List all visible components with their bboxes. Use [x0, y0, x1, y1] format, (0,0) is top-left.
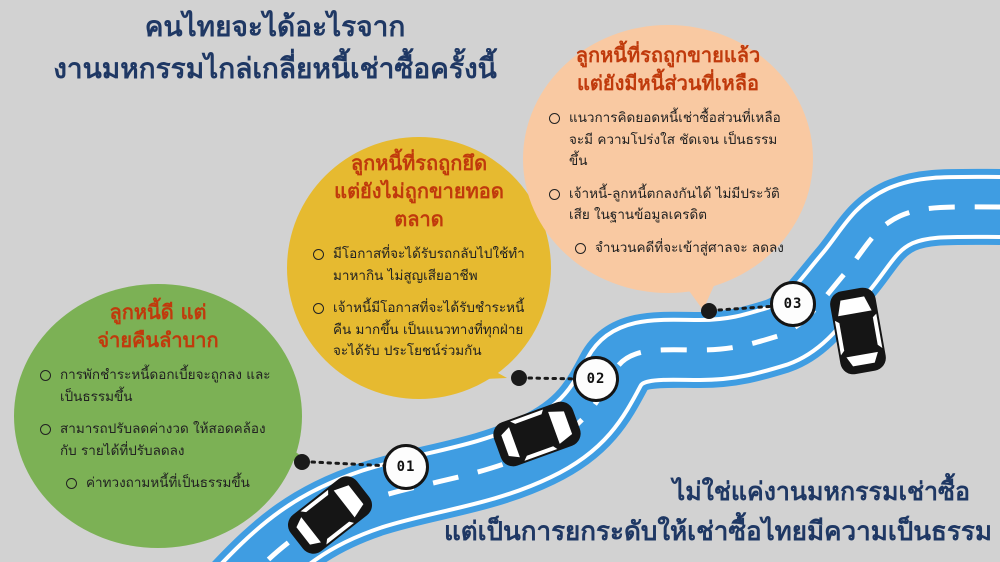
connector-2: [511, 370, 582, 386]
winding-road: [212, 168, 1000, 562]
bubble-repossessed-car: ลูกหนี้ที่รถถูกยึด แต่ยังไม่ถูกขายทอดตลา…: [287, 137, 551, 399]
connector-1: [294, 454, 392, 470]
bubble-title: ลูกหนี้ที่รถถูกขายแล้ว แต่ยังมีหนี้ส่วนท…: [575, 43, 761, 95]
anchor-dot-icon: [701, 303, 717, 319]
bullet-point: ค่าทวงถามหนี้ที่เป็นธรรมขึ้น: [66, 473, 276, 495]
road-milestone-02: 02: [573, 356, 619, 402]
bullet-point: มีโอกาสที่จะได้รับรถกลับไปใช้ทำ มาหากิน …: [313, 244, 525, 287]
anchor-dot-icon: [511, 370, 527, 386]
connector-3: [701, 303, 778, 319]
bullet-point: การพักชำระหนี้ดอกเบี้ยจะถูกลง และเป็นธรร…: [40, 365, 276, 408]
bullet-circle-icon: [313, 303, 324, 315]
bubble-sold-car-remaining-debt: ลูกหนี้ที่รถถูกขายแล้ว แต่ยังมีหนี้ส่วนท…: [523, 25, 813, 293]
bullet-point: สามารถปรับลดค่างวด ให้สอดคล้องกับ รายได้…: [40, 419, 276, 462]
bullet-circle-icon: [40, 424, 51, 436]
page-title-line2: งานมหกรรมไกล่เกลี่ยหนี้เช่าซื้อครั้งนี้: [53, 52, 497, 85]
bullet-point: แนวการคิดยอดหนี้เช่าซื้อส่วนที่เหลือจะมี…: [549, 108, 787, 173]
bubble-title: ลูกหนี้ที่รถถูกยึด แต่ยังไม่ถูกขายทอดตลา…: [334, 151, 504, 231]
car-icon: [828, 285, 888, 377]
anchor-dot-icon: [294, 454, 310, 470]
bullet-circle-icon: [66, 478, 77, 490]
bullet-circle-icon: [549, 188, 560, 200]
bullet-circle-icon: [575, 242, 586, 254]
footer-line1: ไม่ใช่แค่งานมหกรรมเช่าซื้อ: [672, 477, 970, 507]
page-title: คนไทยจะได้อะไรจาก งานมหกรรมไกล่เกลี่ยหนี…: [50, 6, 500, 90]
bullet-circle-icon: [40, 370, 51, 381]
bullet-circle-icon: [549, 113, 560, 124]
road-milestone-01: 01: [383, 444, 429, 490]
road-milestone-03: 03: [770, 281, 816, 327]
bubble-title: ลูกหนี้ดี แต่ จ่ายคืนลำบาก: [97, 300, 219, 352]
footer-line2: แต่เป็นการยกระดับให้เช่าซื้อไทยมีความเป็…: [443, 517, 992, 548]
bullet-circle-icon: [313, 249, 324, 260]
road-center-dashes: [262, 204, 1000, 562]
bubble-good-debtor: ลูกหนี้ดี แต่ จ่ายคืนลำบาก การพักชำระหนี…: [14, 284, 302, 548]
bullet-point: เจ้าหนี้-ลูกหนี้ตกลงกันได้ ไม่มีประวัติเ…: [549, 184, 787, 227]
bullet-point: เจ้าหนี้มีโอกาสที่จะได้รับชำระหนี้คืน มา…: [313, 298, 525, 363]
bullet-point: จำนวนคดีที่จะเข้าสู่ศาลจะ ลดลง: [575, 238, 787, 260]
page-title-line1: คนไทยจะได้อะไรจาก: [144, 10, 406, 43]
footer-tagline: ไม่ใช่แค่งานมหกรรมเช่าซื้อ แต่เป็นการยกร…: [444, 472, 992, 554]
